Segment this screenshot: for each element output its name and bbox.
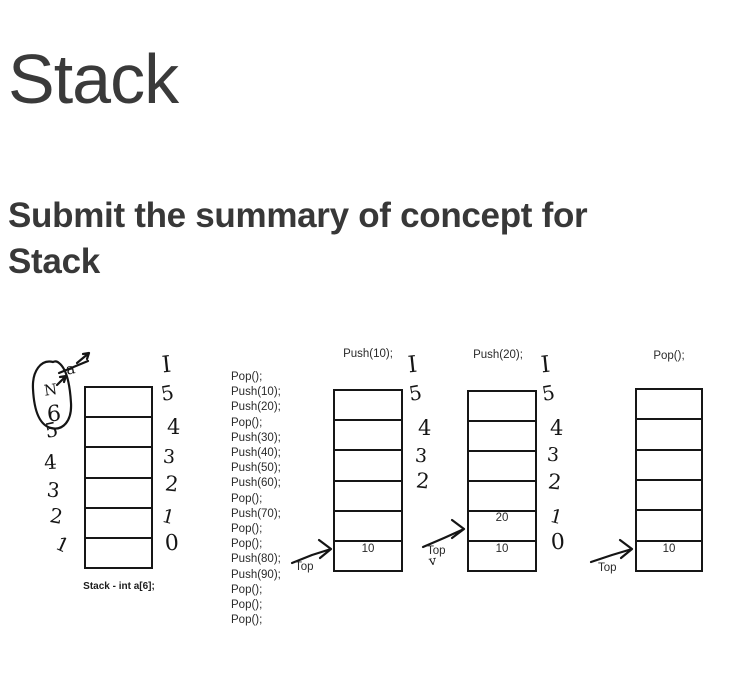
stack-cell [469, 510, 535, 540]
stack-cell [335, 391, 401, 419]
operation-line: Push(80); [231, 553, 281, 566]
stack-cell [637, 539, 701, 570]
index-label: 4 [167, 415, 181, 439]
stack-cell [335, 419, 401, 449]
crossed-scribble-letter: a [64, 359, 77, 378]
step3-label: Pop(); [653, 350, 685, 362]
step1-label: Push(10); [343, 348, 393, 360]
index-label: 2 [546, 469, 563, 495]
stack-cell [469, 480, 535, 510]
step1-stack-table [333, 389, 403, 572]
stack-cell [637, 448, 701, 479]
stack-cell [637, 390, 701, 418]
page-title: Stack [8, 40, 179, 118]
stack-cell [86, 506, 151, 537]
stack-cell [637, 478, 701, 509]
index-label: 4 [418, 416, 432, 440]
step1-cell-value: 10 [361, 543, 375, 555]
stack-cell [86, 476, 151, 507]
operations-list: Pop(); Push(10); Push(20); Pop(); Push(3… [231, 370, 281, 628]
operation-line: Push(40); [231, 447, 281, 460]
operation-line: Pop(); [231, 523, 263, 536]
stack-cell [469, 540, 535, 570]
step3-cell-value: 10 [662, 543, 676, 555]
annotation-scribble-strike [57, 351, 91, 375]
step3-stack-table [635, 388, 703, 572]
step2-cell-value: 20 [495, 512, 509, 524]
step3-top-label: Top [598, 562, 617, 574]
index-label: 4 [43, 449, 58, 475]
index-label: 3 [162, 445, 176, 469]
top-arrow-step2-icon [421, 518, 466, 549]
operation-line: Pop(); [231, 492, 263, 505]
top-arrow-step3-icon [589, 538, 634, 564]
operation-line: Pop(); [231, 599, 263, 612]
operation-line: Push(20); [231, 401, 281, 414]
array-stack-caption: Stack - int a[6]; [83, 581, 155, 592]
annotation-n-arrow-icon [55, 374, 68, 387]
stack-cell [86, 416, 151, 446]
operation-line: Push(70); [231, 507, 281, 520]
stack-cell [335, 509, 401, 540]
index-label: 3 [45, 477, 61, 503]
stack-cell [469, 392, 535, 420]
stack-cell [637, 509, 701, 539]
index-label: 3 [546, 443, 560, 467]
index-label: 0 [164, 530, 180, 557]
circle-note-letter: N [43, 380, 59, 400]
stack-cell [335, 449, 401, 479]
operation-line: Pop(); [231, 538, 263, 551]
step2-stack-table [467, 390, 537, 572]
step2-cell-value: 10 [495, 543, 509, 555]
index-label: 2 [163, 471, 180, 497]
assignment-heading: Submit the summary of concept for Stack [8, 196, 588, 282]
stack-cell [637, 418, 701, 448]
operation-line: Pop(); [231, 416, 263, 429]
index-label: 4 [550, 416, 564, 440]
index-label: 0 [550, 529, 566, 556]
stack-cell [335, 479, 401, 510]
step2-label: Push(20); [473, 349, 523, 361]
stack-cell [86, 388, 151, 416]
circle-note-number: 6 [46, 401, 62, 427]
array-stack-table [84, 386, 153, 569]
operation-line: Push(90); [231, 568, 281, 581]
top-arrow-step1-icon [290, 538, 333, 565]
operation-line: Push(10); [231, 386, 281, 399]
operation-line: Push(30); [231, 431, 281, 444]
operation-line: Push(50); [231, 462, 281, 475]
step2-top-label: Top [427, 545, 446, 557]
index-label: 2 [414, 468, 431, 494]
stack-cell [469, 420, 535, 450]
stack-cell [86, 536, 151, 567]
annotation-circle-scribble [31, 360, 73, 430]
operation-line: Pop(); [231, 371, 263, 383]
stack-cell [469, 450, 535, 480]
stack-cell [335, 539, 401, 570]
step1-top-label: Top [295, 561, 314, 573]
operation-line: Pop(); [231, 583, 263, 596]
stack-cell [86, 446, 151, 476]
operation-line: Pop(); [231, 614, 263, 627]
operation-line: Push(60); [231, 477, 281, 490]
index-label: 3 [414, 444, 428, 468]
